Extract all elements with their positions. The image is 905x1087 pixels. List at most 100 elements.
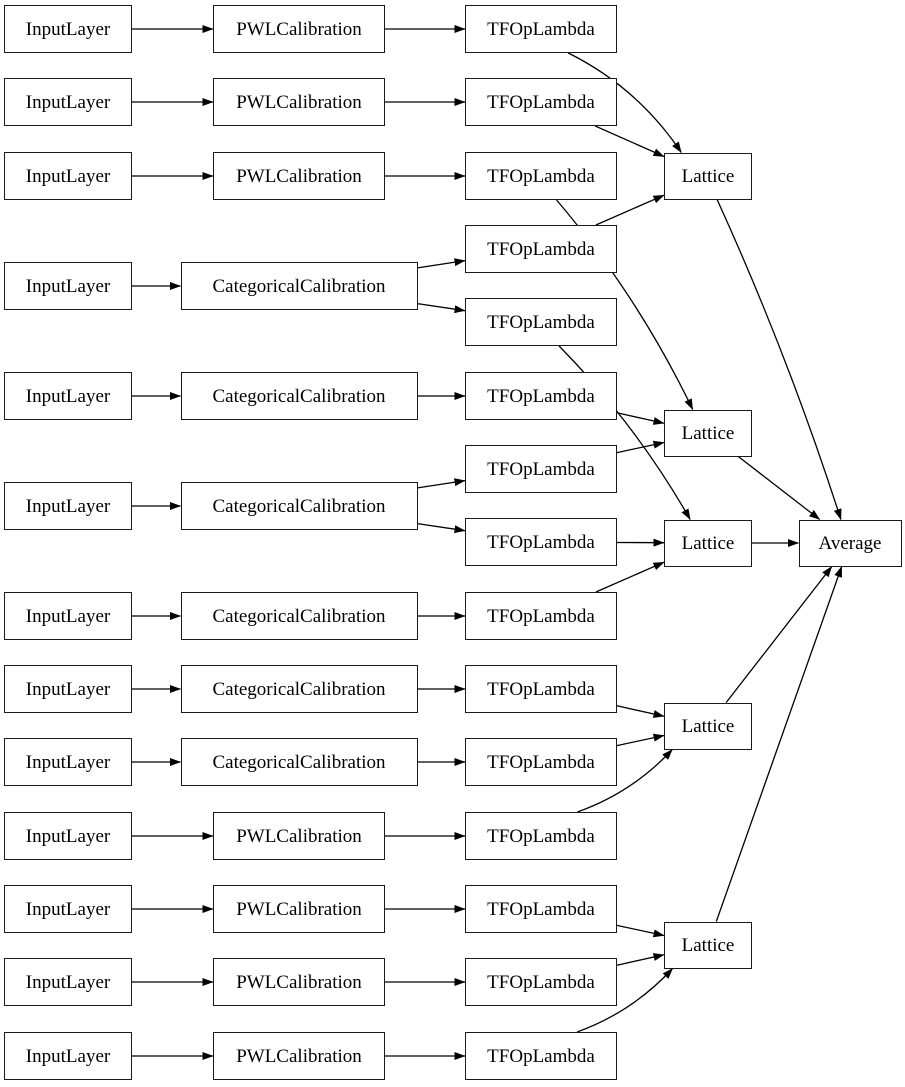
node-label: InputLayer <box>25 495 111 517</box>
node-label: Lattice <box>681 422 735 444</box>
node-tfoplambda-t2: TFOpLambda <box>465 78 617 126</box>
node-label: TFOpLambda <box>487 18 595 40</box>
edge-cc1-t5 <box>417 302 466 314</box>
node-pwlcalibration-pwl6: PWLCalibration <box>213 958 385 1006</box>
node-inputlayer-il11: InputLayer <box>4 885 132 933</box>
node-inputlayer-il6: InputLayer <box>4 482 132 530</box>
node-categoricalcalibration-cc3: CategoricalCalibration <box>180 482 418 530</box>
node-tfoplambda-t15: TFOpLambda <box>465 1032 617 1080</box>
node-lattice-lat2: Lattice <box>664 409 752 457</box>
node-label: TFOpLambda <box>487 678 595 700</box>
node-tfoplambda-t6: TFOpLambda <box>465 372 617 420</box>
node-label: InputLayer <box>25 385 111 407</box>
node-lattice-lat5: Lattice <box>664 921 752 969</box>
edge-t6-lat2 <box>616 412 665 425</box>
edge-t2-lat1 <box>594 125 665 158</box>
edge-t7-lat2 <box>616 440 665 454</box>
node-label: InputLayer <box>25 678 111 700</box>
node-categoricalcalibration-cc1: CategoricalCalibration <box>180 262 418 310</box>
edge-cc3-t7 <box>417 478 466 489</box>
edge-t9-lat3 <box>595 561 665 593</box>
node-label: TFOpLambda <box>487 91 595 113</box>
node-label: TFOpLambda <box>487 238 595 260</box>
node-label: InputLayer <box>25 1045 111 1067</box>
node-lattice-lat4: Lattice <box>664 702 752 750</box>
node-label: TFOpLambda <box>487 531 595 553</box>
node-label: Lattice <box>681 165 735 187</box>
node-tfoplambda-t10: TFOpLambda <box>465 665 617 713</box>
node-inputlayer-il10: InputLayer <box>4 812 132 860</box>
node-pwlcalibration-pwl4: PWLCalibration <box>213 812 385 860</box>
node-inputlayer-il12: InputLayer <box>4 958 132 1006</box>
node-label: TFOpLambda <box>487 605 595 627</box>
node-inputlayer-il2: InputLayer <box>4 78 132 126</box>
node-inputlayer-il3: InputLayer <box>4 152 132 200</box>
edge-t1-lat1 <box>568 52 682 153</box>
node-inputlayer-il4: InputLayer <box>4 262 132 310</box>
node-pwlcalibration-pwl5: PWLCalibration <box>213 885 385 933</box>
edge-cc3-t8 <box>417 522 466 534</box>
node-pwlcalibration-pwl1: PWLCalibration <box>213 5 385 53</box>
edge-t3-lat2 <box>556 199 694 410</box>
node-categoricalcalibration-cc6: CategoricalCalibration <box>180 738 418 786</box>
node-categoricalcalibration-cc4: CategoricalCalibration <box>180 592 418 640</box>
node-label: TFOpLambda <box>487 751 595 773</box>
node-label: Lattice <box>681 934 735 956</box>
node-tfoplambda-t11: TFOpLambda <box>465 738 617 786</box>
node-pwlcalibration-pwl3: PWLCalibration <box>213 152 385 200</box>
node-tfoplambda-t1: TFOpLambda <box>465 5 617 53</box>
node-label: Average <box>818 532 882 554</box>
edge-t13-lat5 <box>616 924 665 938</box>
node-categoricalcalibration-cc5: CategoricalCalibration <box>180 665 418 713</box>
edge-t5-lat3 <box>558 345 691 520</box>
edge-lat5-avg <box>715 566 843 922</box>
node-average-avg: Average <box>798 519 902 567</box>
node-pwlcalibration-pwl7: PWLCalibration <box>213 1032 385 1080</box>
node-label: CategoricalCalibration <box>212 678 386 700</box>
node-tfoplambda-t8: TFOpLambda <box>465 518 617 566</box>
edge-t15-lat5 <box>576 968 674 1033</box>
node-inputlayer-il8: InputLayer <box>4 665 132 713</box>
node-label: InputLayer <box>25 275 111 297</box>
node-label: TFOpLambda <box>487 898 595 920</box>
node-inputlayer-il7: InputLayer <box>4 592 132 640</box>
node-label: TFOpLambda <box>487 971 595 993</box>
node-label: TFOpLambda <box>487 458 595 480</box>
node-label: TFOpLambda <box>487 311 595 333</box>
node-label: InputLayer <box>25 91 111 113</box>
edge-t11-lat4 <box>616 733 665 747</box>
node-label: PWLCalibration <box>236 971 362 993</box>
node-label: PWLCalibration <box>236 91 362 113</box>
node-label: CategoricalCalibration <box>212 495 386 517</box>
node-tfoplambda-t12: TFOpLambda <box>465 812 617 860</box>
node-tfoplambda-t3: TFOpLambda <box>465 152 617 200</box>
node-label: InputLayer <box>25 605 111 627</box>
node-label: Lattice <box>681 532 735 554</box>
node-categoricalcalibration-cc2: CategoricalCalibration <box>180 372 418 420</box>
node-tfoplambda-t9: TFOpLambda <box>465 592 617 640</box>
node-label: InputLayer <box>25 165 111 187</box>
node-label: InputLayer <box>25 18 111 40</box>
node-label: CategoricalCalibration <box>212 751 386 773</box>
node-lattice-lat1: Lattice <box>664 152 752 200</box>
node-label: InputLayer <box>25 825 111 847</box>
node-label: PWLCalibration <box>236 18 362 40</box>
node-inputlayer-il1: InputLayer <box>4 5 132 53</box>
node-label: CategoricalCalibration <box>212 605 386 627</box>
edge-lat2-avg <box>737 455 821 521</box>
node-label: InputLayer <box>25 751 111 773</box>
edge-t12-lat4 <box>577 749 673 813</box>
node-label: InputLayer <box>25 971 111 993</box>
edge-lat1-avg <box>716 199 842 520</box>
node-label: PWLCalibration <box>236 165 362 187</box>
node-inputlayer-il5: InputLayer <box>4 372 132 420</box>
node-tfoplambda-t4: TFOpLambda <box>465 225 617 273</box>
node-inputlayer-il13: InputLayer <box>4 1032 132 1080</box>
node-inputlayer-il9: InputLayer <box>4 738 132 786</box>
edge-t10-lat4 <box>616 705 665 718</box>
edge-lat4-avg <box>725 566 833 703</box>
node-label: PWLCalibration <box>236 825 362 847</box>
node-label: PWLCalibration <box>236 898 362 920</box>
